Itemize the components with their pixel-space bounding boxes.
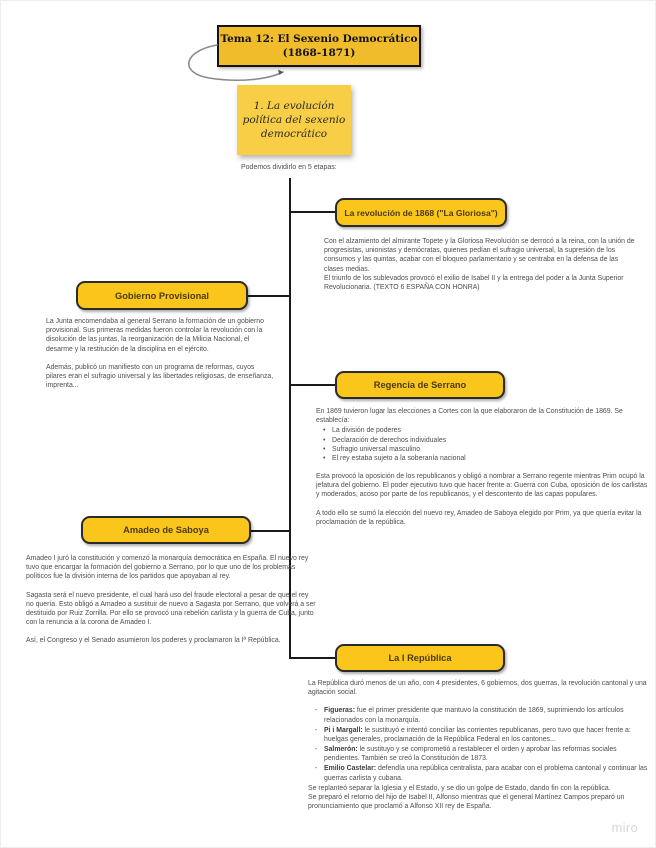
branch-line-gobierno (248, 295, 290, 297)
paragraph: Se replanteó separar la Iglesia y el Est… (308, 784, 611, 792)
paragraph: El triunfo de los sublevados provocó el … (324, 274, 624, 291)
curved-arrow-connector (188, 44, 284, 82)
stage-node-amadeo-saboya[interactable]: Amadeo de Saboya (81, 516, 251, 544)
arrowhead-icon (278, 69, 283, 75)
list-item: La división de poderes (322, 426, 648, 435)
stage-node-la-i-republica[interactable]: La I República (335, 644, 505, 672)
list-item: Sufragio universal masculino (322, 445, 648, 454)
president-desc: le sustituyó e intentó conciliar las cor… (324, 726, 631, 743)
list-item: Figueras: fue el primer presidente que m… (314, 706, 649, 724)
stage-text-la-i-republica[interactable]: La República duró menos de un año, con 4… (308, 679, 649, 811)
president-desc: defendía una república centralista, para… (324, 765, 648, 782)
paragraph: Amadeo I juró la constitución y comenzó … (26, 555, 309, 581)
paragraph: Se preparó el retorno del hijo de Isabel… (308, 793, 625, 811)
presidents-list: Figueras: fue el primer presidente que m… (314, 706, 649, 782)
stage-text-regencia-serrano[interactable]: En 1869 tuvieron lugar las elecciones a … (316, 407, 648, 527)
list-item: Pi i Margall: le sustituyó e intentó con… (314, 726, 649, 744)
paragraph: La República duró menos de un año, con 4… (308, 680, 647, 697)
branch-line-regencia (289, 384, 337, 386)
intro-label[interactable]: Podemos dividirlo en 5 etapas: (241, 164, 337, 171)
branch-line-republica (289, 657, 337, 659)
stage-text-revolucion-1868[interactable]: Con el alzamiento del almirante Topete y… (324, 237, 636, 292)
stage-text-gobierno-provisional[interactable]: La Junta encomendaba al general Serrano … (46, 317, 276, 390)
list-item: Salmerón: le sustituyo y se comprometió … (314, 745, 649, 763)
topic-title-card[interactable]: Tema 12: El Sexenio Democrático (1868-18… (217, 25, 421, 67)
stage-text-amadeo-saboya[interactable]: Amadeo I juró la constitución y comenzó … (26, 554, 316, 645)
paragraph: En 1869 tuvieron lugar las elecciones a … (316, 408, 623, 425)
stage-node-revolucion-1868[interactable]: La revolución de 1868 ("La Gloriosa") (335, 198, 507, 227)
stage-node-gobierno-provisional[interactable]: Gobierno Provisional (76, 281, 248, 310)
paragraph: Esta provocó la oposición de los republi… (316, 473, 648, 499)
list-item: Emilio Castelar: defendía una república … (314, 764, 649, 782)
constitution-points-list: La división de poderes Declaración de de… (322, 426, 648, 463)
stage-node-regencia-serrano[interactable]: Regencia de Serrano (335, 371, 505, 399)
paragraph: Sagasta será el nuevo presidente, el cua… (26, 591, 316, 627)
paragraph: Además, publicó un manifiesto con un pro… (46, 363, 274, 390)
president-name: Emilio Castelar: (324, 765, 377, 773)
miro-watermark: miro (611, 820, 638, 835)
tree-trunk-line (289, 178, 291, 659)
sticky-note[interactable]: 1. La evolución política del sexenio dem… (237, 85, 351, 155)
paragraph: Con el alzamiento del almirante Topete y… (324, 238, 635, 273)
president-name: Pi i Margall: (324, 726, 363, 734)
president-desc: le sustituyo y se comprometió a restable… (324, 746, 617, 763)
president-desc: fue el primer presidente que mantuvo la … (324, 707, 624, 724)
sticky-note-text: 1. La evolución política del sexenio dem… (242, 99, 346, 141)
topic-title-line1: Tema 12: El Sexenio Democrático (220, 32, 418, 45)
president-name: Figueras: (324, 707, 356, 715)
president-name: Salmerón: (324, 746, 358, 754)
list-item: Declaración de derechos individuales (322, 436, 648, 445)
list-item: El rey estaba sujeto a la soberanía naci… (322, 454, 648, 463)
paragraph: A todo ello se sumó la elección del nuev… (316, 509, 642, 526)
topic-title-line2: (1868-1871) (282, 47, 356, 59)
branch-line-revolucion (289, 211, 337, 213)
paragraph: La Junta encomendaba al general Serrano … (46, 318, 264, 353)
branch-line-amadeo (251, 530, 290, 532)
paragraph: Así, el Congreso y el Senado asumieron l… (26, 637, 281, 645)
